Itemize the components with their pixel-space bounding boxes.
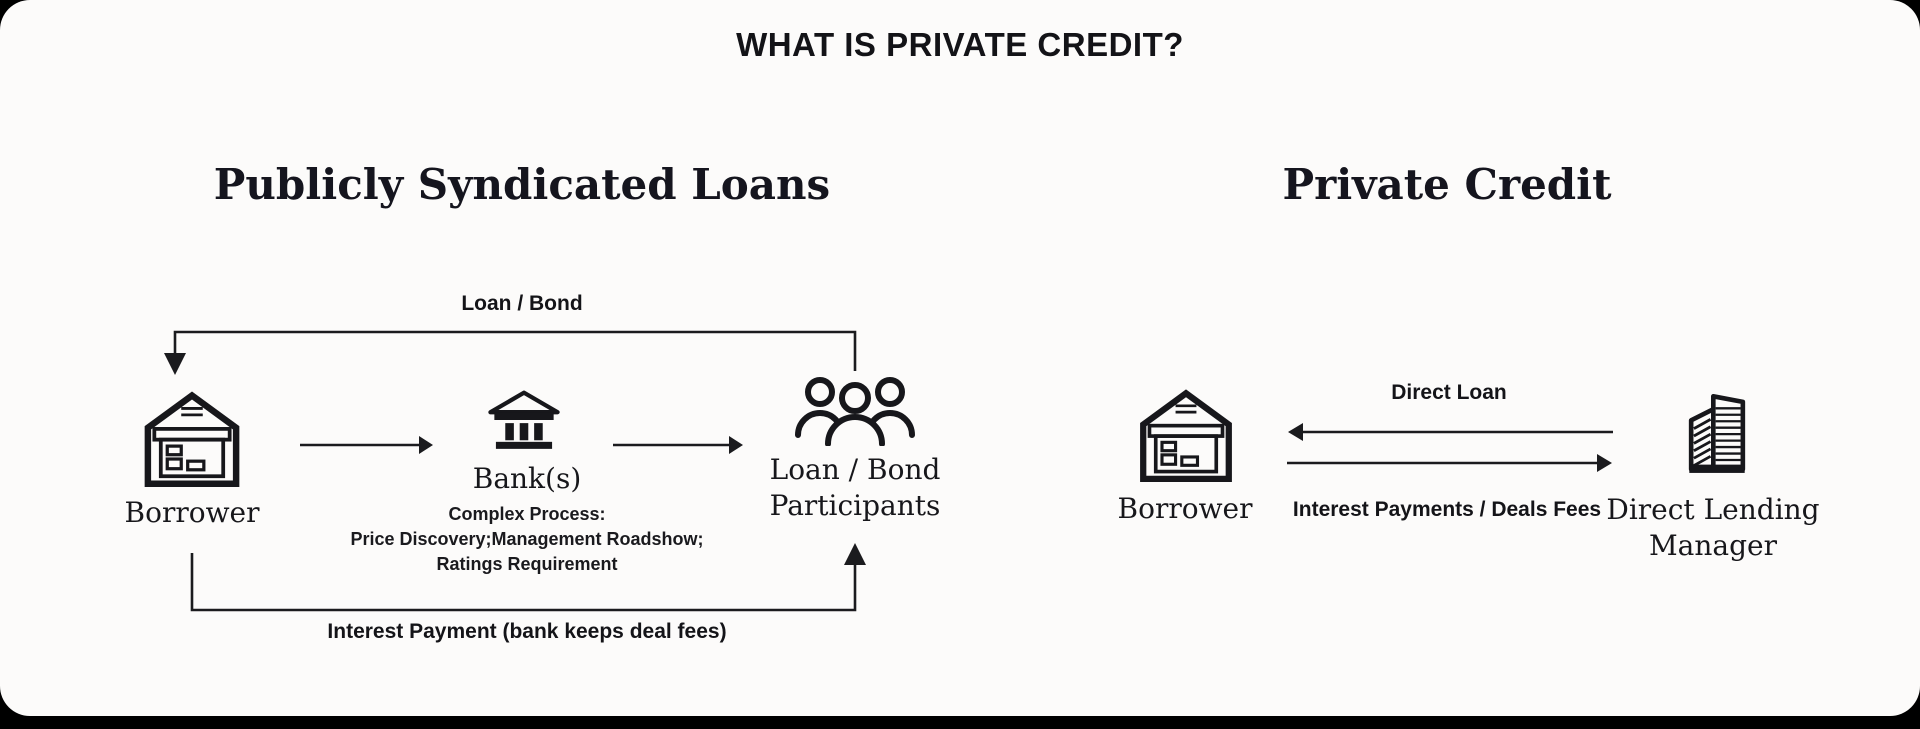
manager-label-line2: Manager <box>1649 529 1777 562</box>
left-section-heading: Publicly Syndicated Loans <box>213 160 831 209</box>
bank-to-participants-arrow <box>613 436 743 454</box>
note-line: Ratings Requirement <box>436 554 618 574</box>
note-line: Price Discovery;Management Roadshow; <box>350 529 704 549</box>
interest-payments-fees-label: Interest Payments / Deals Fees <box>1292 498 1602 521</box>
page-title: WHAT IS PRIVATE CREDIT? <box>736 26 1184 63</box>
direct-loan-arrow <box>1288 423 1613 441</box>
loan-bond-flow-label: Loan / Bond <box>461 292 583 315</box>
participants-label: Loan / Bond Participants <box>770 452 941 524</box>
participants-label-line2: Participants <box>769 489 941 522</box>
bank-process-note: Complex Process: Price Discovery;Managem… <box>350 502 703 577</box>
borrower-to-bank-arrow <box>300 436 433 454</box>
storefront-icon <box>144 391 240 487</box>
borrower-label: Borrower <box>124 496 260 529</box>
storefront-icon <box>1140 389 1232 482</box>
manager-label-line1: Direct Lending <box>1606 493 1820 526</box>
borrower-label: Borrower <box>1117 492 1253 525</box>
interest-payment-route-arrow <box>190 543 866 612</box>
office-building-icon <box>1688 394 1746 473</box>
participants-label-line1: Loan / Bond <box>769 453 941 486</box>
direct-loan-label: Direct Loan <box>1391 381 1507 404</box>
interest-payments-arrow <box>1287 454 1612 472</box>
direct-lending-manager-label: Direct Lending Manager <box>1606 492 1819 564</box>
bank-label: Bank(s) <box>472 462 582 495</box>
note-line: Complex Process: <box>448 504 606 524</box>
right-section-heading: Private Credit <box>1282 160 1612 209</box>
interest-payment-flow-label: Interest Payment (bank keeps deal fees) <box>327 620 727 643</box>
loan-bond-route-arrow <box>164 330 857 375</box>
people-group-icon <box>795 377 915 446</box>
bank-icon <box>488 390 560 449</box>
